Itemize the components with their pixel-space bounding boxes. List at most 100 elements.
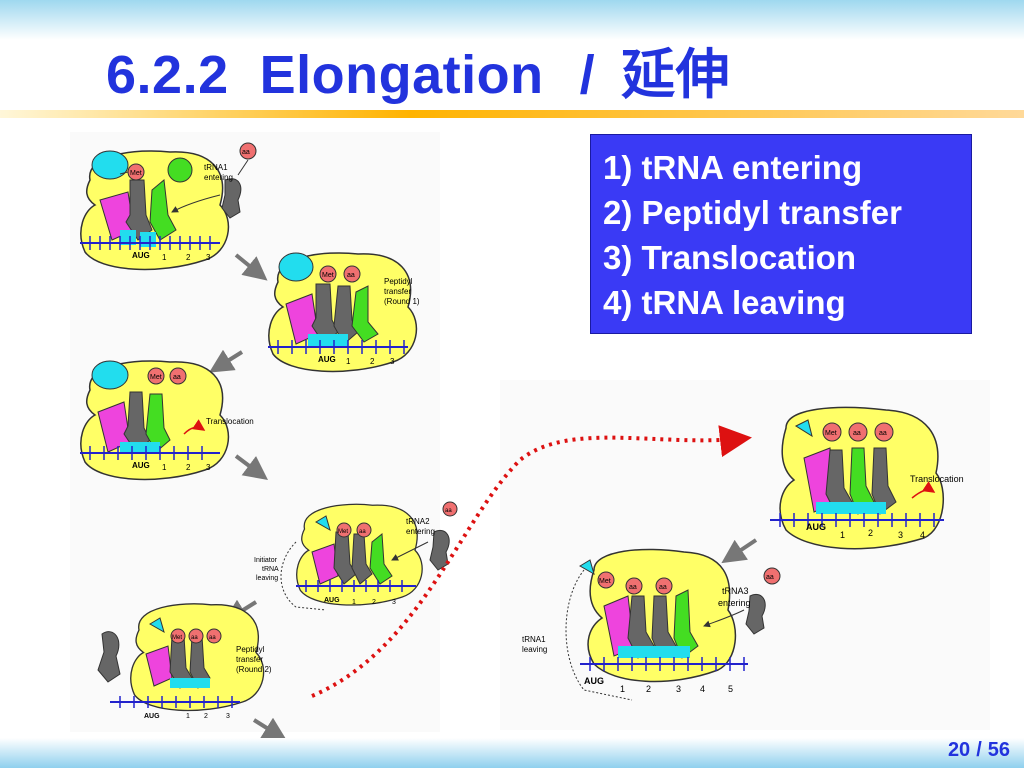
codon-2: 2 — [372, 599, 376, 606]
trna1-leaving-line1: tRNA1 — [522, 635, 546, 644]
panel-trna3-entering: Met aa aa aa tRNA3 entering tRNA1 leavin… — [522, 548, 781, 701]
met-label: Met — [150, 374, 162, 381]
peptidyl2-line3: (Round 2) — [236, 665, 272, 674]
slide-title: 6.2.2 Elongation / 延伸 — [106, 30, 730, 109]
page-number: 20/56 — [948, 739, 1010, 762]
codon-2: 2 — [186, 253, 191, 262]
codon-1: 1 — [186, 713, 190, 720]
trna2-line2: entering — [406, 527, 435, 536]
translocation-label: Translocation — [206, 417, 254, 426]
aa-label: aa — [209, 635, 216, 641]
codon-3: 3 — [206, 253, 211, 262]
codon-1: 1 — [162, 253, 167, 262]
aa-label: aa — [659, 584, 667, 591]
met-label: Met — [338, 529, 348, 535]
flow-arrow — [234, 454, 268, 480]
aa-label: aa — [191, 635, 198, 641]
peptidyl1-line1: Peptidyl — [384, 277, 413, 286]
codon-4: 4 — [920, 530, 925, 540]
initiator-line2: tRNA — [262, 566, 279, 573]
met-label: Met — [172, 635, 182, 641]
trna3-line1: tRNA3 — [722, 586, 749, 596]
aa-label: aa — [173, 374, 181, 381]
top-gradient-band — [0, 0, 1024, 40]
aug-label: AUG — [324, 597, 340, 604]
codon-2: 2 — [204, 713, 208, 720]
codon-3: 3 — [206, 463, 211, 472]
codon-2: 2 — [646, 684, 651, 694]
aa-label: aa — [879, 430, 887, 437]
aug-label: AUG — [318, 355, 336, 364]
panel-trna2-entering: Met aa aa tRNA2 entering Initiator tRNA … — [254, 501, 458, 611]
panel-trna1-entering: Met aa tRNA1 entering AUG 1 2 3 — [80, 142, 257, 271]
aa-label: aa — [359, 529, 366, 535]
step-1: 1) tRNA entering — [603, 149, 863, 186]
aa-label: aa — [629, 584, 637, 591]
codon-1: 1 — [162, 463, 167, 472]
met-label: Met — [322, 272, 334, 279]
page-total: 56 — [987, 739, 1010, 761]
trna2-line1: tRNA2 — [406, 517, 430, 526]
steps-box: 1) tRNA entering 2) Peptidyl transfer 3)… — [590, 134, 972, 334]
codon-5: 5 — [728, 684, 733, 694]
codon-1: 1 — [352, 599, 356, 606]
bottom-gradient-band — [0, 738, 1024, 768]
flow-arrow — [252, 717, 287, 741]
page-separator: / — [976, 739, 982, 761]
trna1-label-line1: tRNA1 — [204, 163, 228, 172]
step-4: 4) tRNA leaving — [603, 284, 846, 321]
panel-peptidyl-round2: Met aa aa Peptidyl transfer (Round 2) AU… — [97, 603, 272, 720]
aug-label: AUG — [132, 251, 150, 260]
initiator-line1: Initiator — [254, 557, 278, 564]
aug-label: AUG — [132, 461, 150, 470]
met-label: Met — [130, 170, 142, 177]
peptidyl1-line3: (Round 1) — [384, 297, 420, 306]
peptidyl2-line1: Peptidyl — [236, 645, 265, 654]
panel-translocation-2: Met aa aa Translocation AUG 1 2 3 4 — [770, 406, 964, 550]
aug-label: AUG — [584, 676, 604, 686]
translocation-label: Translocation — [910, 474, 964, 484]
flow-arrow — [721, 538, 758, 564]
step-3: 3) Translocation — [603, 239, 857, 276]
peptidyl1-line2: transfer — [384, 287, 411, 296]
aug-label: AUG — [806, 522, 826, 532]
initiator-line3: leaving — [256, 575, 278, 582]
codon-3: 3 — [390, 357, 395, 366]
title-text: Elongation — [259, 45, 544, 105]
trna3-line2: entering — [718, 598, 751, 608]
met-label: Met — [825, 430, 837, 437]
met-label: Met — [599, 578, 611, 585]
codon-3: 3 — [676, 684, 681, 694]
codon-3: 3 — [898, 530, 903, 540]
flow-arrow — [209, 349, 244, 373]
codon-1: 1 — [840, 530, 845, 540]
aa-label: aa — [445, 508, 452, 514]
page-current: 20 — [947, 739, 971, 761]
aa-label: aa — [347, 272, 355, 279]
codon-1: 1 — [620, 684, 625, 694]
codon-2: 2 — [370, 357, 375, 366]
title-underline — [0, 110, 1024, 118]
codon-1: 1 — [346, 357, 351, 366]
trna1-leaving-line2: leaving — [522, 645, 547, 654]
panel-peptidyl-round1: Met aa Peptidyl transfer (Round 1) AUG 1… — [268, 252, 420, 373]
aa-label: aa — [853, 430, 861, 437]
panel-translocation-1: Met aa Translocation AUG 1 2 3 — [80, 360, 254, 481]
aa-label: aa — [242, 149, 250, 156]
title-separator: / — [579, 45, 596, 105]
peptidyl2-line2: transfer — [236, 655, 263, 664]
codon-2: 2 — [186, 463, 191, 472]
flow-arrow — [234, 253, 268, 281]
aa-label: aa — [766, 574, 774, 581]
trna1-label-line2: entering — [204, 173, 233, 182]
codon-4: 4 — [700, 684, 705, 694]
step-2: 2) Peptidyl transfer — [603, 194, 902, 231]
codon-3: 3 — [392, 599, 396, 606]
codon-2: 2 — [868, 528, 873, 538]
codon-3: 3 — [226, 713, 230, 720]
aug-label: AUG — [144, 713, 160, 720]
title-number: 6.2.2 — [106, 45, 229, 105]
title-chinese: 延伸 — [621, 45, 731, 105]
continuation-arrow — [311, 425, 752, 698]
